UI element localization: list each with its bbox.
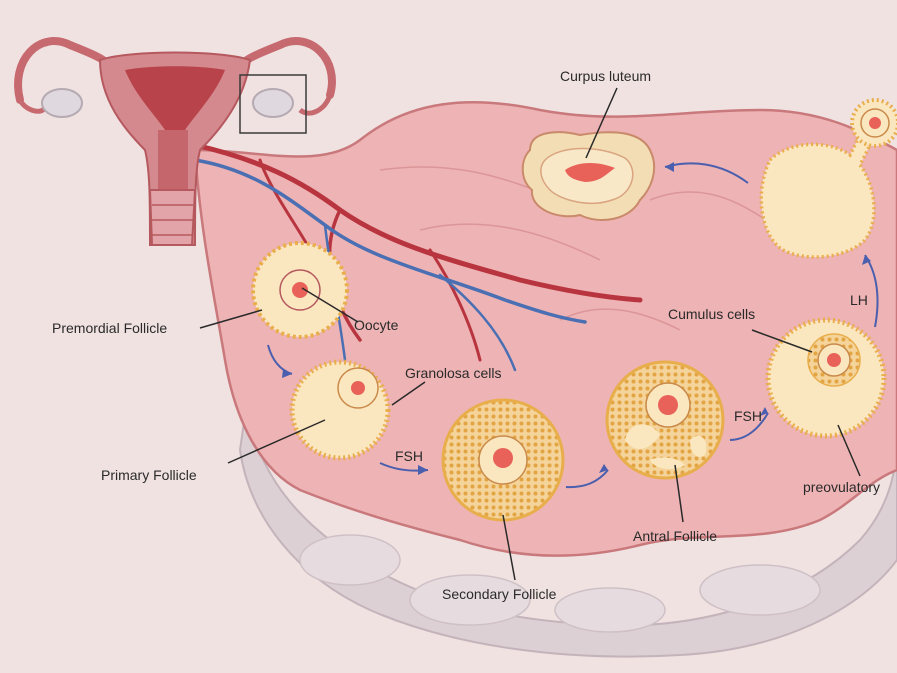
leader-preovulatory: [837, 424, 861, 477]
label-fsh-2: FSH: [734, 408, 762, 424]
label-oocyte: Oocyte: [354, 317, 399, 333]
leader-antral: [674, 464, 684, 523]
label-antral-follicle: Antral Follicle: [633, 528, 717, 544]
leader-premordial: [199, 309, 263, 329]
corpus-luteum: [521, 131, 656, 221]
preovulatory-follicle: [765, 317, 887, 439]
left-ovary-small: [41, 88, 83, 118]
leader-cumulus: [751, 329, 813, 353]
leader-oocyte: [301, 287, 359, 323]
primary-follicle: [289, 359, 391, 461]
artery-branch: [258, 158, 312, 252]
label-secondary-follicle: Secondary Follicle: [442, 586, 557, 602]
label-granulosa-cells: Granolosa cells: [405, 365, 502, 381]
arrowhead: [599, 464, 608, 473]
label-primary-follicle: Primary Follicle: [101, 467, 197, 483]
leader-granulosa: [391, 381, 426, 406]
stroma-lobe: [299, 534, 401, 586]
label-fsh-1: FSH: [395, 448, 423, 464]
arrowhead: [760, 407, 768, 416]
vein-branch: [438, 273, 517, 372]
ovary-texture: [419, 223, 601, 261]
arrowhead: [282, 369, 292, 378]
stroma-lobe: [409, 574, 531, 626]
label-lh: LH: [850, 292, 868, 308]
stroma-lobe: [554, 587, 666, 633]
arrowhead: [665, 162, 674, 172]
leader-secondary: [502, 514, 516, 581]
artery: [192, 142, 643, 303]
label-corpus-luteum: Curpus luteum: [560, 68, 651, 84]
arrowhead: [862, 255, 871, 265]
arrow-antral-to-preovulatory: [729, 412, 769, 441]
uterus-illustration: [14, 37, 336, 246]
antral-follicle: [605, 360, 725, 480]
premordial-follicle: [251, 241, 349, 339]
zoom-indicator-box: [239, 74, 307, 134]
vein: [193, 158, 587, 324]
label-premordial-follicle: Premordial Follicle: [52, 320, 167, 336]
ovulating-follicle: [759, 98, 897, 259]
artery-branch: [428, 248, 482, 362]
arrowhead: [418, 465, 428, 475]
secondary-follicle: [441, 398, 565, 522]
label-preovulatory: preovulatory: [803, 479, 880, 495]
arrow-secondary-to-antral: [565, 469, 609, 489]
label-cumulus-cells: Cumulus cells: [668, 306, 755, 322]
leader-corpus-luteum: [585, 87, 618, 159]
right-ovary-small: [252, 88, 294, 118]
ovary-texture: [559, 308, 681, 331]
stroma-lobe: [699, 564, 821, 616]
leader-primary: [227, 419, 326, 464]
